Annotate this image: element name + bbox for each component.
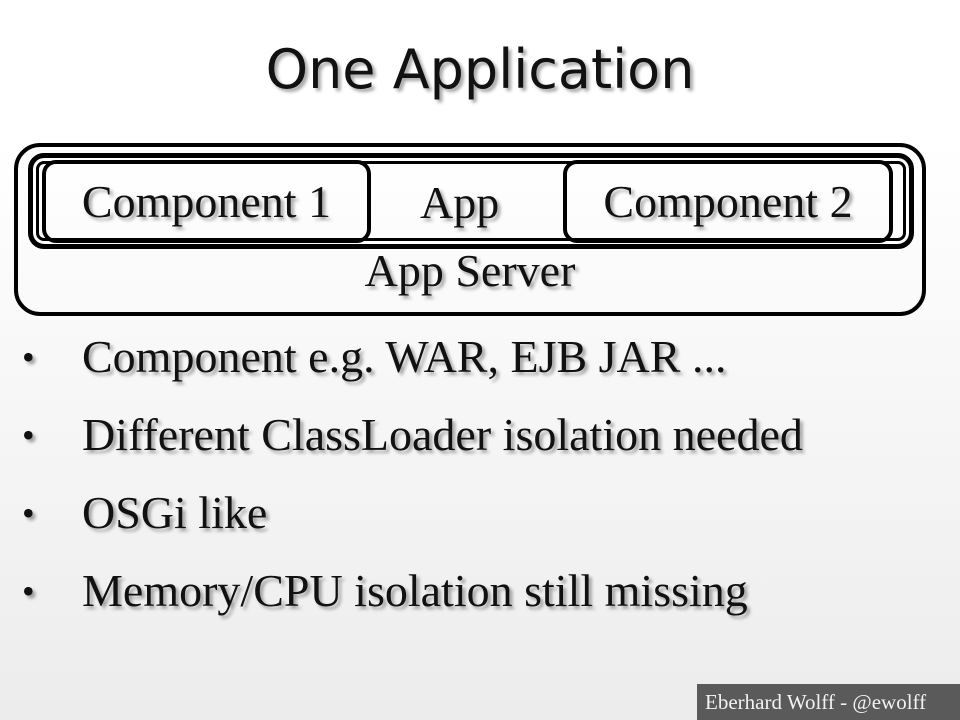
app-server-label: App Server [364,245,576,296]
footer-author: Eberhard Wolff - @ewolff [697,684,960,720]
component-1-label: Component 1 [81,176,332,227]
app-box [28,153,914,249]
slide-title: One Application [265,38,695,101]
bullet-item: • OSGi like [0,482,960,544]
bullet-text: Memory/CPU isolation still missing [82,565,748,616]
bullet-item: • Different ClassLoader isolation needed [0,404,842,466]
component-2-label: Component 2 [603,176,853,227]
bullet-list: • Component e.g. WAR, EJB JAR ... • Differ… [0,326,960,638]
component-1-box: Component 1 [42,160,371,243]
bullet-icon: • [22,493,35,533]
app-server-box [14,143,926,316]
bullet-item: • Component e.g. WAR, EJB JAR ... [0,326,960,388]
component-2-box: Component 2 [563,160,893,243]
bullet-text: Component e.g. WAR, EJB JAR ... [82,331,727,382]
bullet-text: OSGi like [82,487,268,538]
app-label: App [420,177,500,228]
bullet-icon: • [22,415,35,455]
bullet-text: Different ClassLoader isolation needed [82,409,803,460]
bullet-icon: • [22,337,35,377]
bullet-item: • Memory/CPU isolation still missing [0,560,960,622]
bullet-icon: • [22,571,35,611]
